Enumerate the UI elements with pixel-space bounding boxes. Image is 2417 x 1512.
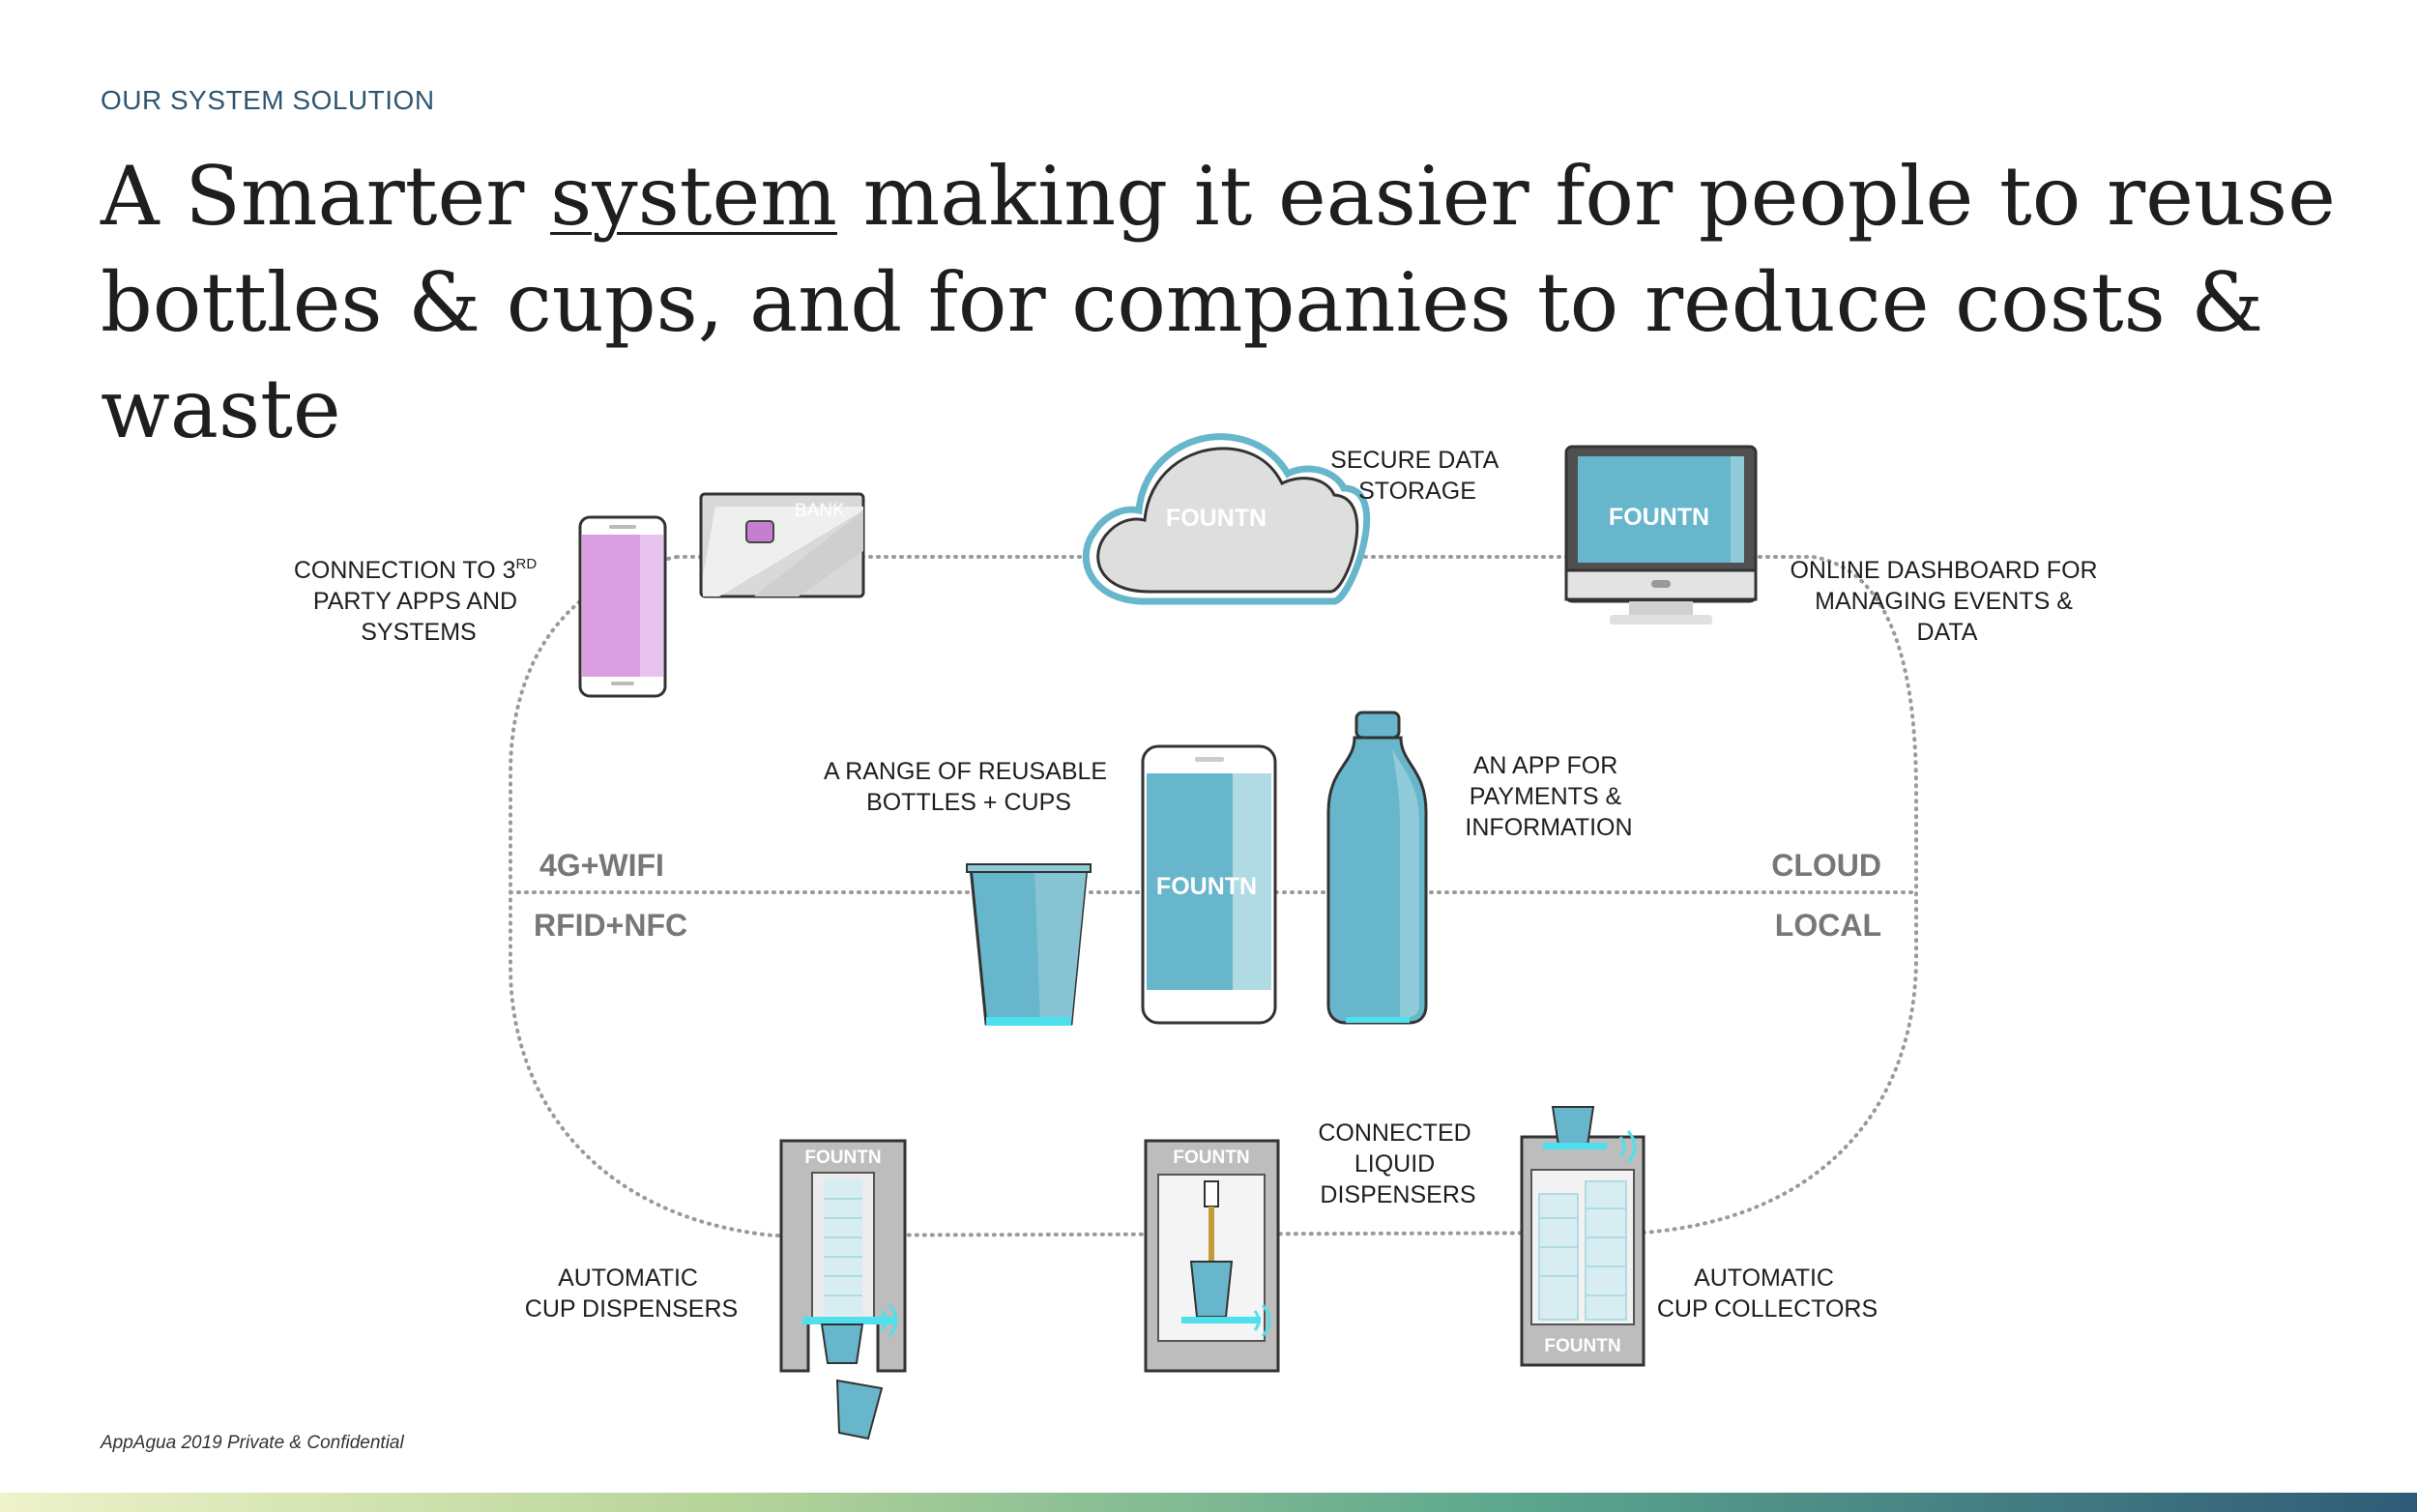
zone-rfid-nfc: RFID+NFC — [534, 908, 687, 943]
title-rest: making it easier for people to reuse bot… — [101, 149, 2336, 456]
wireless-signal-icon — [1618, 1130, 1637, 1163]
cloud-brand: FOUNTN — [1166, 505, 1267, 532]
cup-icon — [966, 863, 1092, 1026]
zone-local: LOCAL — [1775, 908, 1881, 943]
title-start: A Smarter — [101, 149, 551, 244]
liquid-dispensers-label: CONNECTED LIQUID DISPENSERS — [1318, 1119, 1477, 1208]
wireless-signal-icon — [1253, 1304, 1271, 1337]
storage-label: SECURE DATA STORAGE — [1330, 447, 1504, 505]
dashboard-label: ONLINE DASHBOARD FOR MANAGING EVENTS & D… — [1790, 557, 2104, 646]
zone-cloud: CLOUD — [1771, 848, 1881, 883]
app-label: AN APP FOR PAYMENTS & INFORMATION — [1465, 752, 1632, 841]
title-emphasis: system — [550, 149, 837, 244]
app-brand: FOUNTN — [1156, 873, 1257, 900]
cup-collector-brand: FOUNTN — [1544, 1336, 1620, 1356]
cup-collector-icon: FOUNTN — [1520, 1106, 1645, 1367]
footer-confidential: AppAgua 2019 Private & Confidential — [101, 1433, 404, 1453]
gradient-bar — [0, 1493, 2417, 1512]
connection-label: CONNECTION TO 3RD PARTY APPS AND SYSTEMS — [294, 547, 543, 646]
bank-label: BANK — [795, 501, 845, 521]
liquid-dispenser-icon: FOUNTN — [1144, 1139, 1280, 1373]
cup-dispenser-icon: FOUNTN — [779, 1139, 907, 1440]
cup-dispensers-label: AUTOMATIC CUP DISPENSERS — [525, 1265, 738, 1323]
monitor-brand: FOUNTN — [1609, 504, 1709, 531]
eyebrow-label: OUR SYSTEM SOLUTION — [101, 85, 435, 115]
bottle-icon — [1326, 711, 1428, 1025]
cup-dispenser-brand: FOUNTN — [804, 1148, 881, 1168]
monitor-icon: FOUNTN — [1564, 445, 1758, 625]
liquid-dispenser-brand: FOUNTN — [1173, 1148, 1249, 1168]
cloud-icon: FOUNTN — [1082, 433, 1371, 605]
bank-card-icon: BANK — [699, 492, 865, 598]
page-title: A Smarter system making it easier for pe… — [101, 143, 2363, 462]
zone-4g-wifi: 4G+WIFI — [539, 848, 664, 883]
phone-icon — [578, 515, 667, 698]
app-phone-icon: FOUNTN — [1141, 744, 1277, 1025]
wireless-signal-icon — [880, 1304, 898, 1337]
bottles-label: A RANGE OF REUSABLE BOTTLES + CUPS — [824, 758, 1114, 816]
cup-collectors-label: AUTOMATIC CUP COLLECTORS — [1657, 1265, 1878, 1323]
